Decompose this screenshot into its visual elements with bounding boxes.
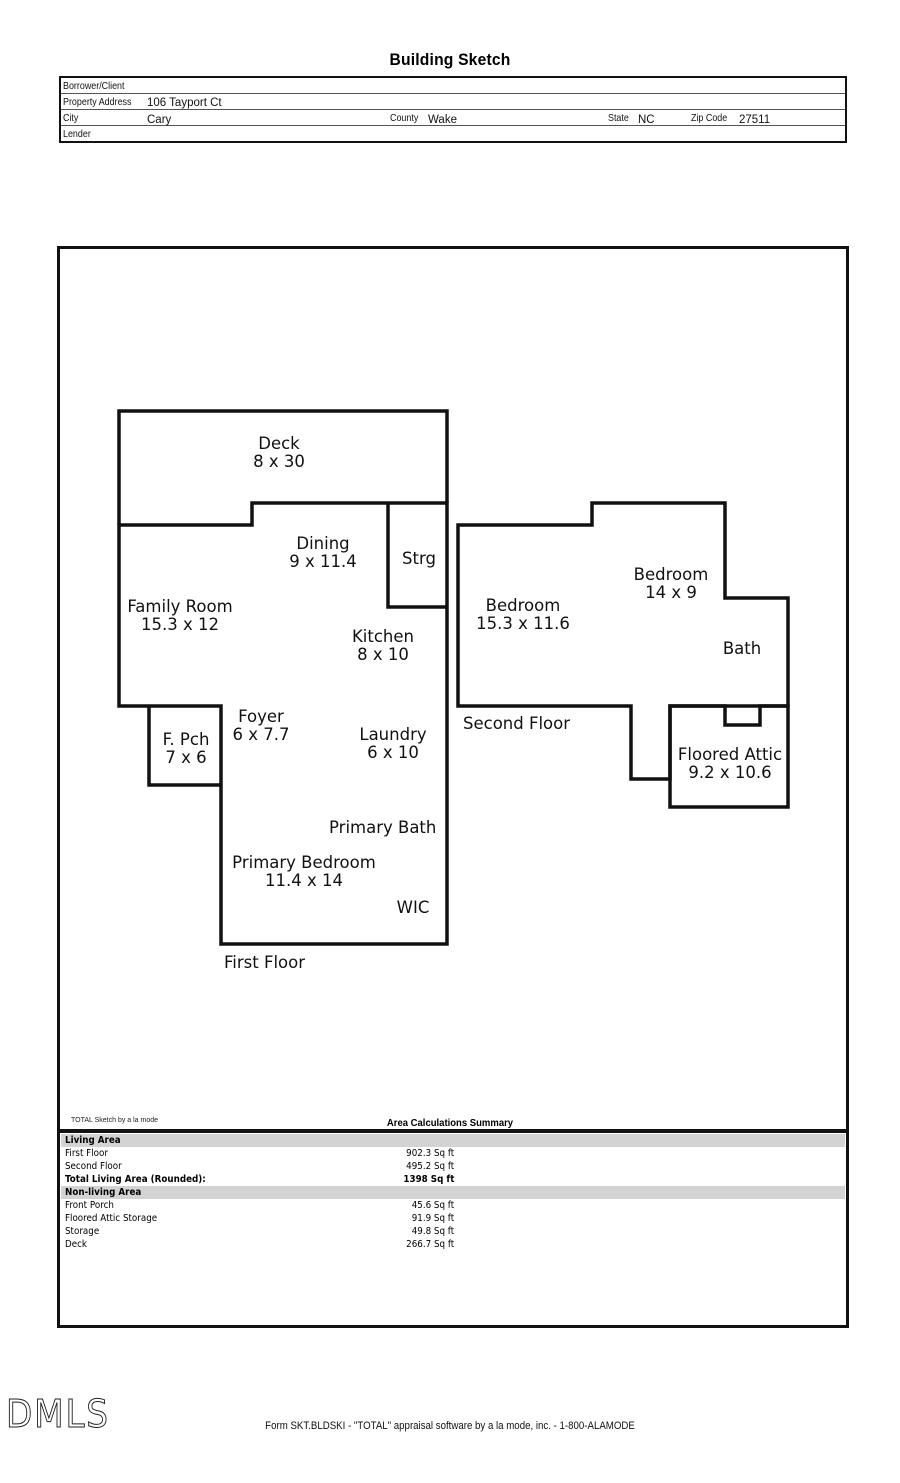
room-name: Bedroom <box>485 596 561 615</box>
second-floor-label: Second Floor <box>463 714 571 733</box>
lender-label: Lender <box>63 128 91 140</box>
county-value: Wake <box>428 114 457 126</box>
zip-value: 27511 <box>739 114 771 126</box>
living-area-header: Living Area <box>61 1134 845 1147</box>
area-row: Storage 49.8 Sq ft <box>61 1225 845 1238</box>
room-foyer: Foyer 6 x 7.7 <box>223 708 299 744</box>
room-wic: WIC <box>390 899 436 917</box>
area-row: Front Porch 45.6 Sq ft <box>61 1199 845 1212</box>
borrower-row: Borrower/Client <box>61 78 845 94</box>
area-name: Storage <box>65 1226 100 1237</box>
county-label: County <box>390 112 419 124</box>
room-kitchen: Kitchen 8 x 10 <box>333 628 433 664</box>
area-name: Total Living Area (Rounded): <box>65 1174 206 1185</box>
form-footer: Form SKT.BLDSKI - "TOTAL" appraisal soft… <box>265 1420 635 1432</box>
front-porch-outline <box>147 706 221 787</box>
room-name: Bath <box>722 639 762 658</box>
area-value: 266.7 Sq ft <box>405 1239 454 1250</box>
page-title: Building Sketch <box>389 50 511 69</box>
city-row: City Cary County Wake State NC Zip Code … <box>61 110 845 126</box>
area-row: Floored Attic Storage 91.9 Sq ft <box>61 1212 845 1225</box>
area-value: 1398 Sq ft <box>403 1174 454 1185</box>
area-row: First Floor 902.3 Sq ft <box>61 1147 845 1160</box>
state-value: NC <box>638 114 655 126</box>
area-value: 45.6 Sq ft <box>411 1200 454 1211</box>
room-dims: 11.4 x 14 <box>265 871 343 890</box>
room-laundry: Laundry 6 x 10 <box>343 726 443 762</box>
room-dims: 8 x 30 <box>253 452 305 471</box>
area-name: Front Porch <box>65 1200 114 1211</box>
room-dims: 14 x 9 <box>645 583 697 602</box>
room-dims: 15.3 x 12 <box>141 615 219 634</box>
room-dims: 9.2 x 10.6 <box>688 763 772 782</box>
room-primary-bath: Primary Bath <box>329 819 445 837</box>
area-value: 49.8 Sq ft <box>411 1226 454 1237</box>
area-name: Deck <box>65 1239 87 1250</box>
first-floor-outline <box>117 501 449 946</box>
room-dims: 7 x 6 <box>165 748 207 767</box>
deck-outline <box>117 409 449 525</box>
city-value: Cary <box>147 114 172 126</box>
room-storage: Strg <box>390 550 448 568</box>
room-floored-attic: Floored Attic 9.2 x 10.6 <box>673 746 787 782</box>
section-label: Living Area <box>65 1135 121 1146</box>
area-name: First Floor <box>65 1148 108 1159</box>
first-floor-label: First Floor <box>224 953 306 972</box>
address-label: Property Address <box>63 96 132 108</box>
room-dims: 8 x 10 <box>357 645 409 664</box>
zip-label: Zip Code <box>691 112 728 124</box>
room-name: Primary Bath <box>329 818 437 837</box>
room-front-porch: F. Pch 7 x 6 <box>152 731 220 767</box>
room-bath: Bath <box>716 640 768 658</box>
room-name: Floored Attic <box>677 745 783 764</box>
room-deck: Deck 8 x 30 <box>229 435 329 471</box>
sketch-frame <box>57 246 849 1328</box>
floored-attic-outline <box>668 704 790 809</box>
area-summary-table: Living Area First Floor 902.3 Sq ft Seco… <box>61 1134 845 1251</box>
room-bedroom-2: Bedroom 14 x 9 <box>621 566 721 602</box>
room-name: Bedroom <box>633 565 709 584</box>
address-value: 106 Tayport Ct <box>147 97 222 109</box>
room-primary-bedroom: Primary Bedroom 11.4 x 14 <box>224 854 384 890</box>
room-name: Primary Bedroom <box>232 853 376 872</box>
room-family-room: Family Room 15.3 x 12 <box>120 598 240 634</box>
room-name: Foyer <box>238 707 284 726</box>
area-value: 902.3 Sq ft <box>405 1148 454 1159</box>
room-name: Kitchen <box>351 627 414 646</box>
area-value: 91.9 Sq ft <box>411 1213 454 1224</box>
nonliving-area-header: Non-living Area <box>61 1186 845 1199</box>
room-dims: 6 x 7.7 <box>232 725 290 744</box>
room-dims: 15.3 x 11.6 <box>476 614 570 633</box>
room-bedroom-1: Bedroom 15.3 x 11.6 <box>463 597 583 633</box>
room-name: WIC <box>396 898 430 917</box>
area-name: Second Floor <box>65 1161 122 1172</box>
area-row: Deck 266.7 Sq ft <box>61 1238 845 1251</box>
city-label: City <box>63 112 79 124</box>
address-row: Property Address 106 Tayport Ct <box>61 94 845 110</box>
sketch-credit: TOTAL Sketch by a la mode <box>71 1117 159 1124</box>
total-living-row: Total Living Area (Rounded): 1398 Sq ft <box>61 1173 845 1186</box>
storage-outline <box>386 503 447 609</box>
room-name: Deck <box>258 434 300 453</box>
watermark-text: DMLS <box>6 1392 110 1437</box>
room-dining: Dining 9 x 11.4 <box>273 535 373 571</box>
area-name: Floored Attic Storage <box>65 1213 158 1224</box>
section-label: Non-living Area <box>65 1187 142 1198</box>
room-name: Dining <box>296 534 350 553</box>
dmls-watermark-logo: DMLS <box>6 1392 110 1437</box>
room-name: Strg <box>402 549 436 568</box>
area-row: Second Floor 495.2 Sq ft <box>61 1160 845 1173</box>
area-value: 495.2 Sq ft <box>405 1161 454 1172</box>
borrower-label: Borrower/Client <box>63 80 125 92</box>
property-info-table: Borrower/Client Property Address 106 Tay… <box>59 76 847 143</box>
room-dims: 9 x 11.4 <box>289 552 357 571</box>
state-label: State <box>608 112 629 124</box>
area-summary-title: Area Calculations Summary <box>386 1118 514 1129</box>
room-name: Laundry <box>359 725 427 744</box>
room-dims: 6 x 10 <box>367 743 419 762</box>
room-name: F. Pch <box>162 730 210 749</box>
room-name: Family Room <box>127 597 233 616</box>
lender-row: Lender <box>61 126 845 142</box>
area-divider <box>57 1129 849 1133</box>
